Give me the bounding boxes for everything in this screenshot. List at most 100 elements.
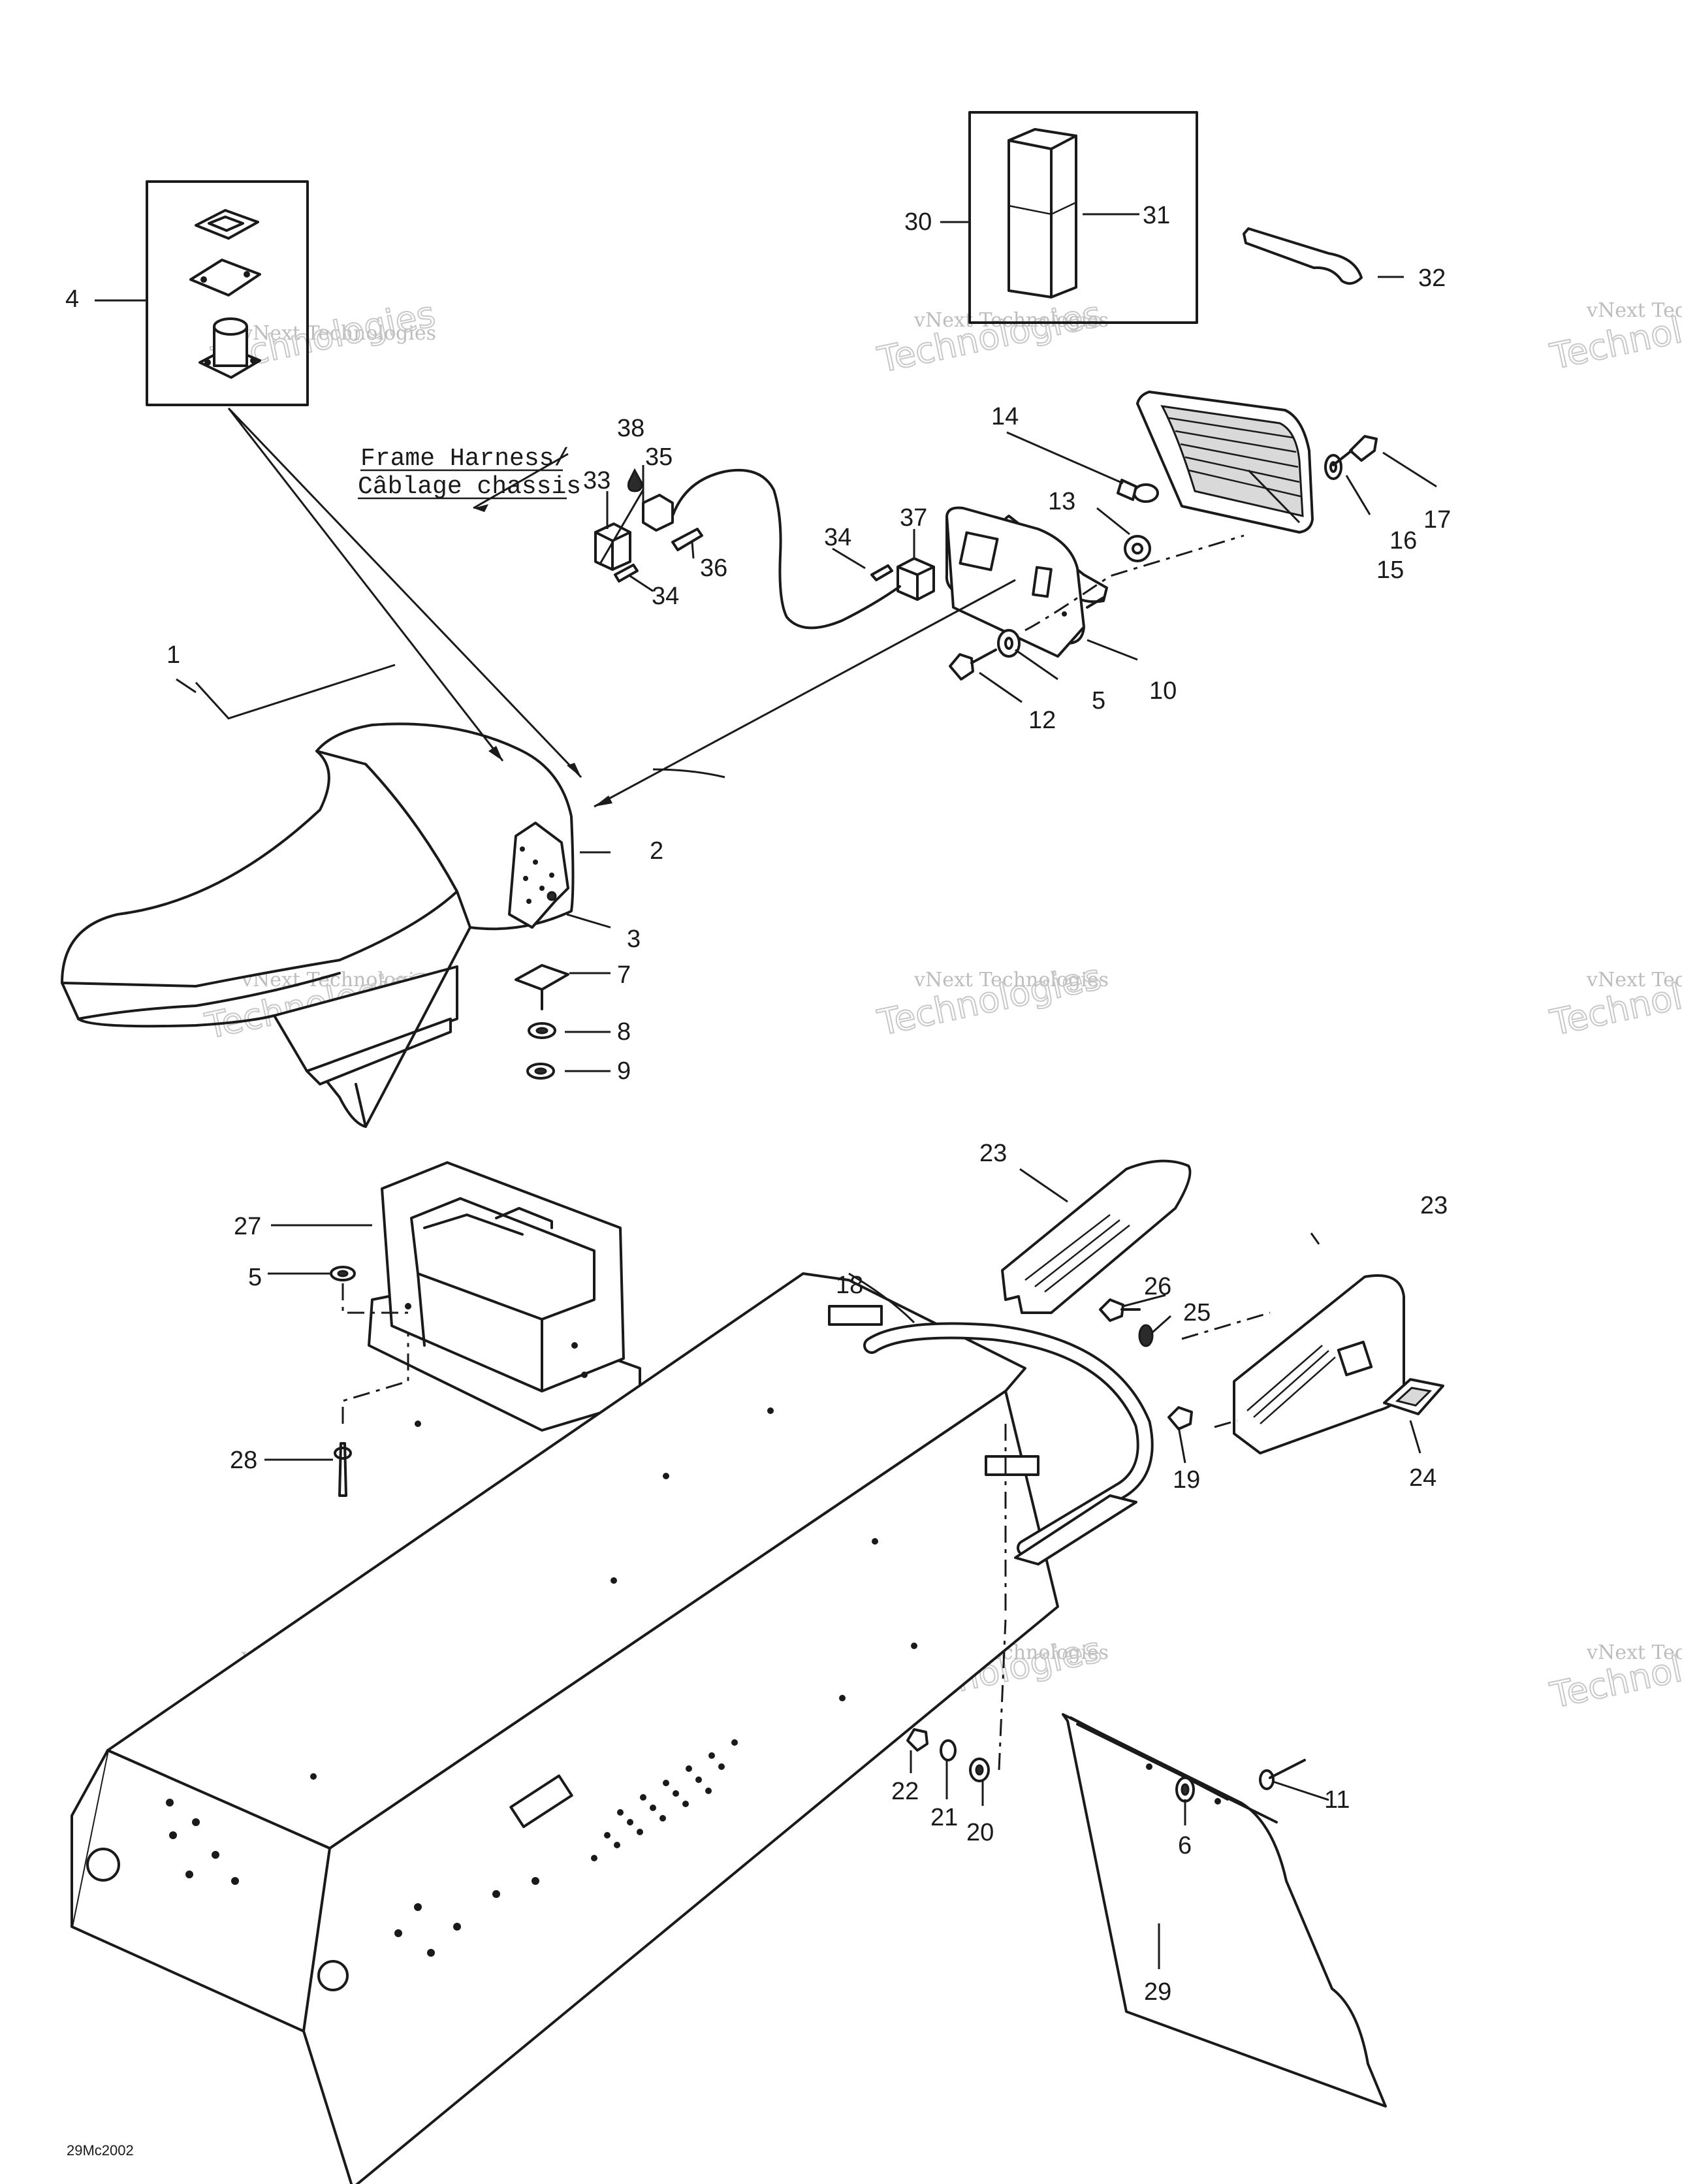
part-9-nut (526, 1063, 555, 1080)
callout-11: 11 (1324, 1786, 1350, 1814)
callout-9: 9 (617, 1057, 631, 1085)
part-25-lock-washer (1138, 1324, 1154, 1347)
callout-4: 4 (65, 285, 79, 313)
callout-24: 24 (1409, 1464, 1436, 1492)
part-21-washer (940, 1739, 957, 1761)
callout-20: 20 (966, 1819, 994, 1846)
part-6-washer (1175, 1776, 1195, 1803)
callout-32: 32 (1418, 265, 1446, 292)
callout-29: 29 (1144, 1978, 1171, 2006)
callout-26: 26 (1144, 1273, 1171, 1300)
svg-text:vNext Technologies: vNext Technologies (913, 969, 1109, 991)
callout-3: 3 (627, 925, 641, 953)
svg-text:Technologies: Technologies (874, 293, 1105, 381)
callout-27: 27 (234, 1213, 261, 1240)
callout-7: 7 (617, 961, 631, 989)
part-36-terminal (671, 528, 703, 551)
callout-14: 14 (991, 403, 1019, 430)
svg-text:vNext Technologies: vNext Technologies (1586, 1641, 1682, 1664)
callout-1: 1 (167, 641, 180, 669)
part-17-screw (1332, 435, 1378, 466)
part-1-seat (61, 722, 575, 1128)
part-37-socket (897, 557, 935, 601)
svg-text:vNext Technologies: vNext Technologies (241, 322, 436, 345)
part-38-terminal (627, 468, 643, 492)
tunnel-holes (166, 1342, 917, 1957)
svg-text:vNext Technologies: vNext Technologies (1586, 299, 1682, 322)
callout-5-top: 5 (1092, 687, 1105, 715)
callout-36: 36 (700, 554, 727, 582)
callout-17: 17 (1423, 506, 1451, 534)
callout-16: 16 (1389, 527, 1417, 554)
svg-text:vNext Technologies: vNext Technologies (913, 309, 1109, 332)
tail-light-wire (671, 468, 901, 630)
part-8-lock-washer (528, 1022, 556, 1039)
callout-23-right: 23 (1420, 1192, 1448, 1219)
part-19-screw (1167, 1406, 1193, 1430)
part-20-nut (969, 1758, 990, 1782)
callout-35: 35 (645, 443, 673, 471)
callout-31: 31 (1143, 202, 1170, 229)
part-35-connector (642, 494, 674, 532)
callout-15: 15 (1376, 556, 1404, 584)
dashed-assembly-lines (341, 534, 1271, 1771)
callout-21: 21 (930, 1804, 958, 1831)
frame-harness-label: Frame Harness/ Câblage chassis (358, 445, 581, 501)
part-23-side-cover-left (1001, 1159, 1192, 1314)
part-13-nut (1124, 535, 1151, 562)
part-15-taillight-lens (1136, 391, 1314, 534)
callout-33: 33 (583, 467, 611, 494)
tunnel (71, 1272, 1059, 2184)
callout-37: 37 (900, 504, 927, 532)
part-16-washer (1324, 454, 1342, 480)
part-3-seat-bracket (508, 822, 569, 929)
svg-text:Câblage chassis: Câblage chassis (358, 473, 581, 501)
svg-text:Frame Harness/: Frame Harness/ (360, 445, 569, 473)
part-27-storage-box (368, 1161, 641, 1432)
callout-25: 25 (1183, 1299, 1211, 1326)
callout-22: 22 (891, 1778, 919, 1805)
part-34-terminal-b (870, 564, 893, 581)
part-32-clip (1243, 227, 1363, 285)
callout-10: 10 (1149, 677, 1177, 705)
callout-8: 8 (617, 1018, 631, 1046)
svg-text:vNext Technologies: vNext Technologies (1586, 969, 1682, 991)
part-5-washer-top (997, 629, 1021, 658)
callout-34-left: 34 (652, 583, 679, 610)
part-12-bolt (949, 649, 997, 681)
callout-19: 19 (1173, 1466, 1200, 1494)
part-34-terminal-a (614, 564, 639, 583)
part-4-kit-box (146, 180, 309, 406)
part-29-snow-flap (1062, 1713, 1387, 2108)
part-14-bulb (1117, 479, 1159, 503)
callout-34-right: 34 (824, 524, 851, 551)
callout-23-left: 23 (979, 1140, 1007, 1167)
part-11-rivet (1259, 1759, 1306, 1790)
callout-6: 6 (1178, 1832, 1192, 1859)
arrow-heads (473, 504, 612, 807)
part-10-light-housing (945, 506, 1108, 658)
callout-13: 13 (1048, 488, 1075, 515)
part-18-grab-handle (863, 1322, 1154, 1566)
part-26-screw (1099, 1298, 1141, 1322)
leader-lines (95, 213, 1437, 1969)
part-22-screw (906, 1728, 928, 1752)
callout-2: 2 (650, 837, 663, 865)
callout-38: 38 (617, 415, 644, 442)
part-23-side-cover-right (1233, 1274, 1405, 1454)
callout-12: 12 (1028, 707, 1056, 734)
part-28-rivet (334, 1442, 352, 1497)
part-24-grommet (1383, 1378, 1444, 1415)
part-30-31-box (968, 111, 1198, 324)
callout-5-bottom: 5 (248, 1264, 262, 1291)
callout-30: 30 (904, 208, 932, 236)
callout-labels: 1 2 3 4 5 5 6 7 8 9 10 11 12 13 14 15 16… (65, 202, 1451, 2006)
part-7-plate (515, 964, 569, 1010)
callout-28: 28 (230, 1447, 257, 1474)
